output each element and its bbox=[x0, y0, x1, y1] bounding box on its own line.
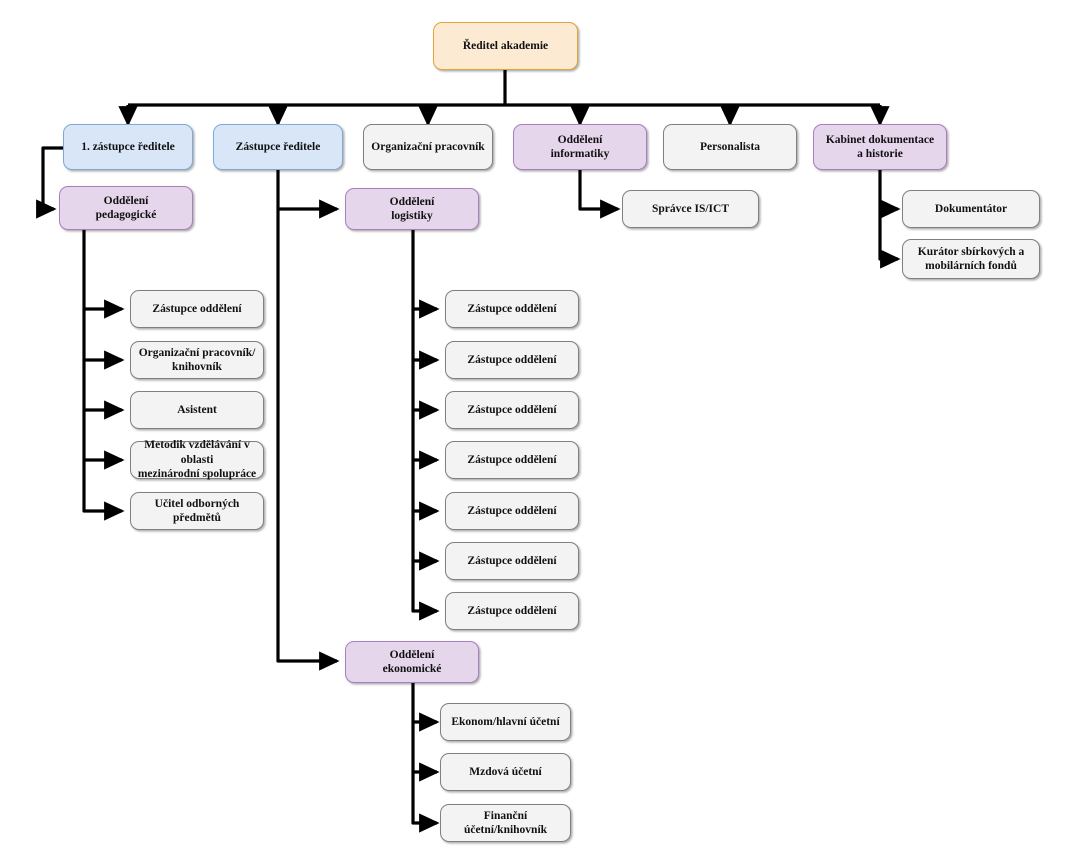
node-economic-child-0[interactable]: Ekonom/hlavní účetní bbox=[440, 703, 571, 741]
node-logistics-child-5[interactable]: Zástupce oddělení bbox=[445, 542, 579, 580]
node-logistics-child-4-label: Zástupce oddělení bbox=[467, 504, 557, 517]
edge-pedagogical-spine bbox=[82, 230, 125, 521]
node-logistics-child-3[interactable]: Zástupce oddělení bbox=[445, 441, 579, 479]
node-organizational-worker-label: Organizační pracovník bbox=[371, 140, 485, 153]
node-documentarist-label: Dokumentátor bbox=[934, 202, 1008, 215]
node-logistics-child-0[interactable]: Zástupce oddělení bbox=[445, 290, 579, 328]
node-logistics-child-1-label: Zástupce oddělení bbox=[467, 353, 557, 366]
edge-it-isict bbox=[578, 170, 621, 219]
node-is-ict-admin[interactable]: Správce IS/ICT bbox=[622, 190, 759, 228]
node-economic-child-2-label: Finanční účetní/knihovník bbox=[463, 809, 548, 836]
node-logistics-child-5-label: Zástupce oddělení bbox=[467, 554, 557, 567]
node-pedagogical-child-1[interactable]: Organizační pracovník/knihovník bbox=[130, 341, 264, 379]
node-logistics-child-2[interactable]: Zástupce oddělení bbox=[445, 391, 579, 429]
node-hr-specialist-label: Personalista bbox=[699, 140, 761, 153]
node-economic-child-2[interactable]: Finanční účetní/knihovník bbox=[440, 804, 571, 842]
node-hr-specialist[interactable]: Personalista bbox=[663, 124, 797, 170]
node-logistics-child-6[interactable]: Zástupce oddělení bbox=[445, 592, 579, 630]
node-pedagogical-child-4-label: Učitel odborných předmětů bbox=[154, 497, 240, 524]
node-director[interactable]: Ředitel akademie bbox=[433, 22, 578, 70]
node-is-ict-admin-label: Správce IS/ICT bbox=[652, 202, 729, 215]
node-logistics-child-3-label: Zástupce oddělení bbox=[467, 453, 557, 466]
node-pedagogical-child-0-label: Zástupce oddělení bbox=[152, 302, 242, 315]
edge-cabinet-curator bbox=[878, 170, 901, 269]
edge-deputy2-economic bbox=[276, 170, 340, 671]
node-logistics-child-1[interactable]: Zástupce oddělení bbox=[445, 341, 579, 379]
node-economic-child-0-label: Ekonom/hlavní účetní bbox=[451, 715, 560, 728]
edge-economic-spine bbox=[411, 683, 440, 833]
node-pedagogical-child-2[interactable]: Asistent bbox=[130, 391, 264, 429]
node-economic-child-1-label: Mzdová účetní bbox=[469, 765, 542, 778]
node-deputy-1[interactable]: 1. zástupce ředitele bbox=[63, 124, 193, 170]
edge-logistics-spine bbox=[411, 230, 440, 621]
node-deputy-2[interactable]: Zástupce ředitele bbox=[213, 124, 343, 170]
node-pedagogical-child-4[interactable]: Učitel odborných předmětů bbox=[130, 492, 264, 530]
node-deputy-2-label: Zástupce ředitele bbox=[235, 140, 321, 153]
node-deputy-1-label: 1. zástupce ředitele bbox=[81, 140, 175, 153]
node-pedagogical-child-0[interactable]: Zástupce oddělení bbox=[130, 290, 264, 328]
node-logistics-child-6-label: Zástupce oddělení bbox=[467, 604, 557, 617]
node-economic-child-1[interactable]: Mzdová účetní bbox=[440, 753, 571, 791]
node-logistics-child-2-label: Zástupce oddělení bbox=[467, 403, 557, 416]
node-documentarist[interactable]: Dokumentátor bbox=[902, 190, 1040, 228]
node-director-label: Ředitel akademie bbox=[462, 39, 549, 52]
node-pedagogical-child-1-label: Organizační pracovník/knihovník bbox=[138, 346, 256, 373]
node-organizational-worker[interactable]: Organizační pracovník bbox=[363, 124, 493, 170]
node-logistics-child-0-label: Zástupce oddělení bbox=[467, 302, 557, 315]
node-logistics-child-4[interactable]: Zástupce oddělení bbox=[445, 492, 579, 530]
node-pedagogical-child-2-label: Asistent bbox=[177, 403, 217, 416]
